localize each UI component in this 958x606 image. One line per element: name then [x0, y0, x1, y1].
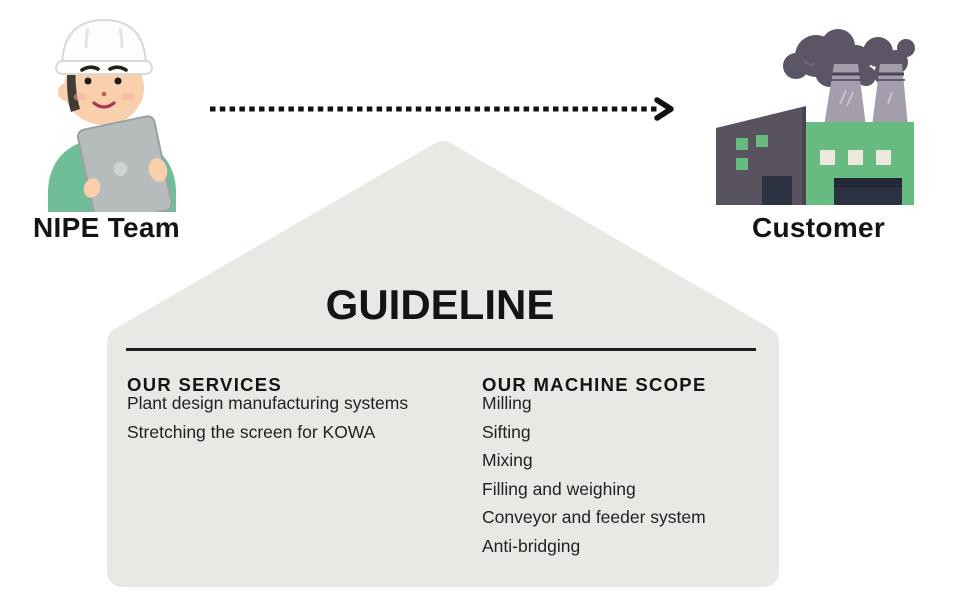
- right-actor-label: Customer: [752, 212, 886, 243]
- machine-scope-item: Sifting: [482, 421, 531, 442]
- factory-illustration-icon: [716, 29, 915, 205]
- services-list: Plant design manufacturing systems Stret…: [127, 389, 408, 446]
- factory-dark-building: [716, 106, 806, 205]
- service-item: Plant design manufacturing systems: [127, 393, 409, 413]
- service-item: Stretching the screen for KOWA: [127, 421, 376, 442]
- left-actor-label: NIPE Team: [33, 212, 180, 243]
- machine-scope-item: Anti-bridging: [482, 535, 581, 556]
- title-divider: [126, 348, 756, 351]
- services-heading: OUR SERVICES: [127, 374, 283, 395]
- guideline-panel-shape: [107, 141, 779, 587]
- machine-scope-item: Filling and weighing: [482, 478, 636, 499]
- worker-illustration-icon: [48, 18, 176, 212]
- machine-scope-item: Milling: [482, 393, 532, 413]
- machine-scope-heading: OUR MACHINE SCOPE: [482, 374, 707, 395]
- machine-scope-list: Milling Sifting Mixing Filling and weigh…: [482, 389, 706, 560]
- worker-helmet: [60, 18, 148, 69]
- dotted-arrow-icon: [210, 97, 674, 121]
- machine-scope-item: Conveyor and feeder system: [482, 507, 706, 527]
- machine-scope-item: Mixing: [482, 450, 533, 470]
- guideline-title: GUIDELINE: [325, 281, 555, 328]
- factory-green-building: [806, 122, 914, 205]
- helmet-brim: [55, 60, 153, 75]
- factory-chimneys: [824, 64, 908, 126]
